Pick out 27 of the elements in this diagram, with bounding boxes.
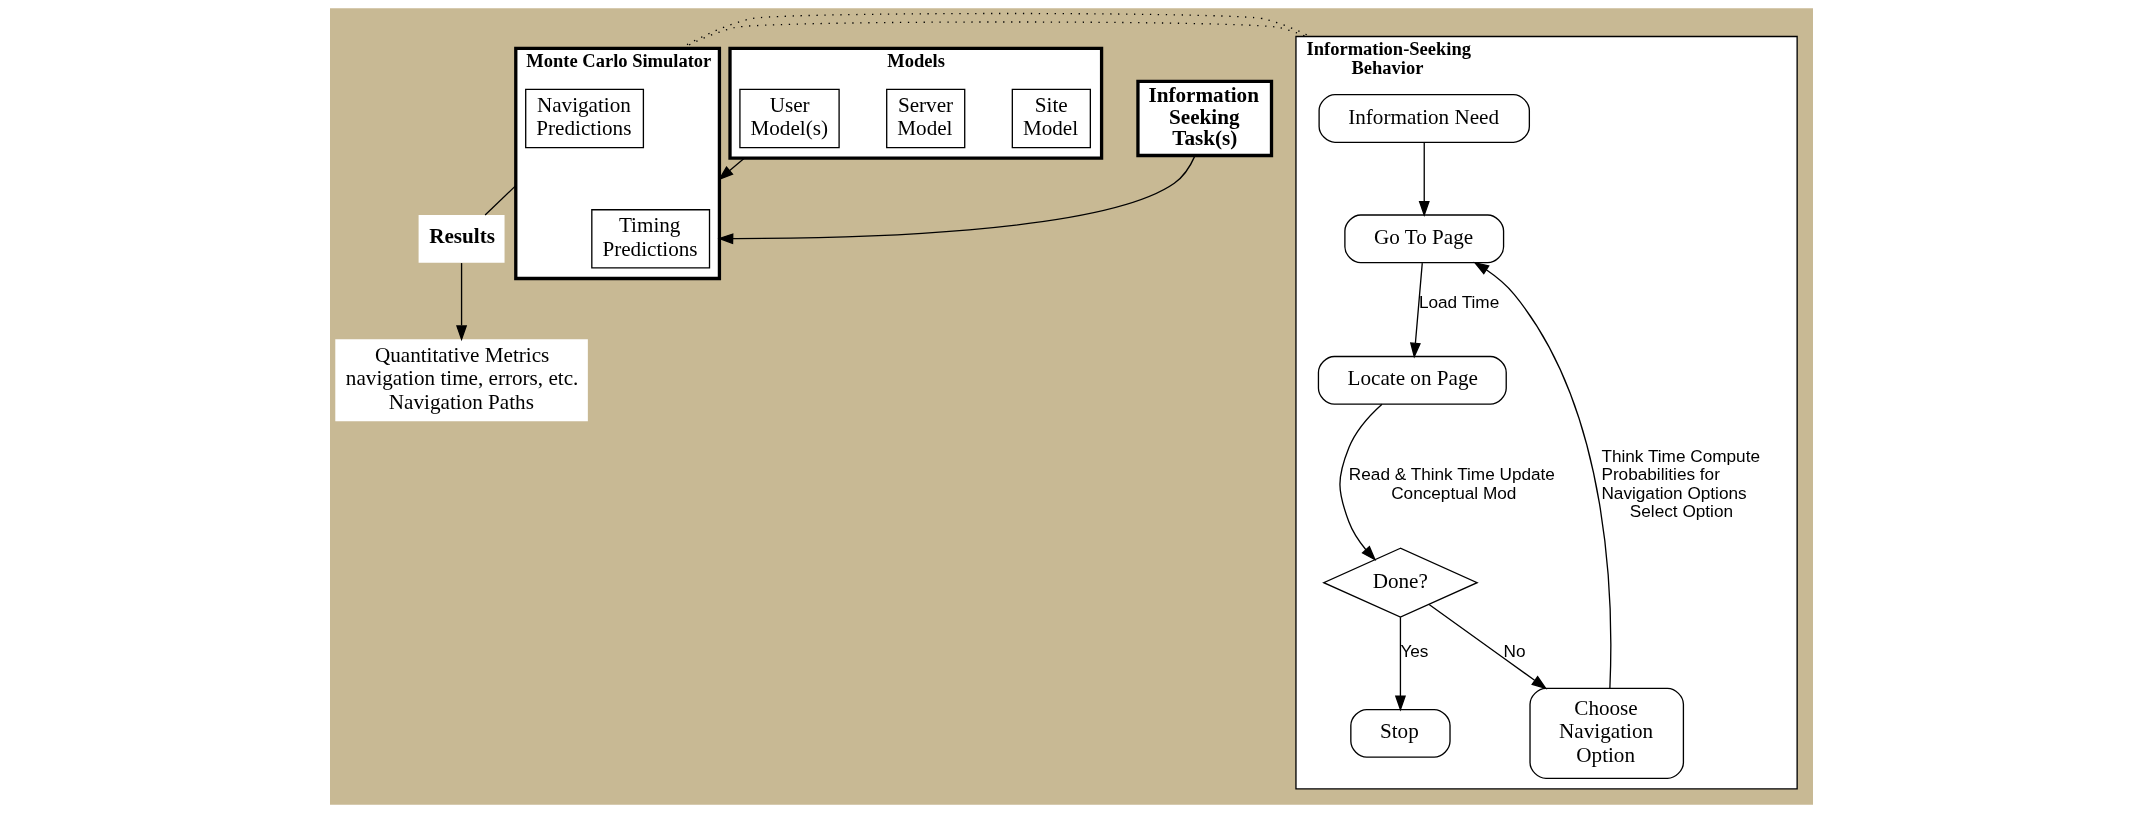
node-box: Server Model (886, 88, 966, 149)
arrow (1418, 141, 1430, 217)
node-box: Stop (1350, 708, 1451, 758)
connector (484, 184, 517, 216)
arrow (1394, 616, 1406, 712)
node-box: Locate on Page (1317, 355, 1507, 405)
node-box: Navigation Predictions (525, 88, 645, 149)
node-box: Information Need (1318, 94, 1530, 143)
node-box: Timing Predictions (591, 209, 711, 269)
node-box: User Model(s) (739, 88, 840, 149)
edge-label: Yes (1400, 641, 1429, 662)
arrow (1339, 403, 1383, 562)
node-box: Go To Page (1344, 214, 1505, 264)
arrow (717, 154, 1196, 245)
node-box: Quantitative Metrics navigation time, errors, etc. Navigation Paths (335, 339, 588, 422)
node-box: Site Model (1011, 88, 1091, 149)
arrow (456, 262, 468, 342)
node-box: Choose Navigation Option (1529, 687, 1685, 779)
node-box: Results (418, 215, 505, 263)
arrow (1409, 262, 1423, 359)
edge-label: Load Time (1418, 292, 1500, 313)
node-box: Information Seeking Task(s) (1136, 79, 1274, 158)
arrow (1428, 603, 1548, 690)
arrow (1473, 261, 1612, 689)
edge-label: No (1503, 641, 1526, 662)
edge-label: Read & Think Time Update Conceptual Mod (1348, 464, 1555, 503)
edge-label: Think Time Compute Probabilities for Navigation Options Select Option (1601, 445, 1760, 522)
